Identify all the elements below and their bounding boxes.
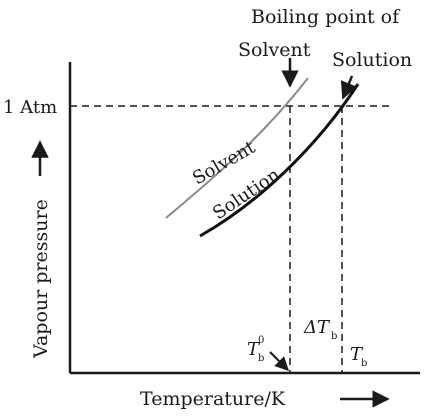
tb0-subscript: b xyxy=(258,353,264,364)
solution-curve xyxy=(199,83,360,238)
one-atm-label: 1 Atm xyxy=(3,97,57,118)
delta-tb-marker: ΔT b xyxy=(303,317,337,342)
delta-tb-subscript: b xyxy=(331,331,337,342)
tb-subscript: b xyxy=(361,358,367,369)
tb0-pointer-arrow xyxy=(269,351,289,371)
tb-marker: T b xyxy=(350,344,367,369)
tb0-symbol: T xyxy=(247,339,261,360)
y-axis-label-group: Vapour pressure xyxy=(30,140,52,359)
boiling-point-header: Boiling point of xyxy=(251,6,401,28)
solvent-curve xyxy=(165,77,309,219)
tb0-superscript: 0 xyxy=(258,335,264,346)
solvent-header-label: Solvent xyxy=(238,39,311,61)
y-axis-label: Vapour pressure xyxy=(30,199,52,359)
solution-header-label: Solution xyxy=(332,49,412,71)
solution-pointer-arrow xyxy=(340,75,358,100)
tb0-marker: T b 0 xyxy=(247,335,289,371)
delta-tb-symbol: ΔT xyxy=(303,317,331,338)
x-axis-label: Temperature/K xyxy=(140,388,286,410)
tb-symbol: T xyxy=(350,344,364,365)
x-axis-label-group: Temperature/K xyxy=(140,388,390,410)
